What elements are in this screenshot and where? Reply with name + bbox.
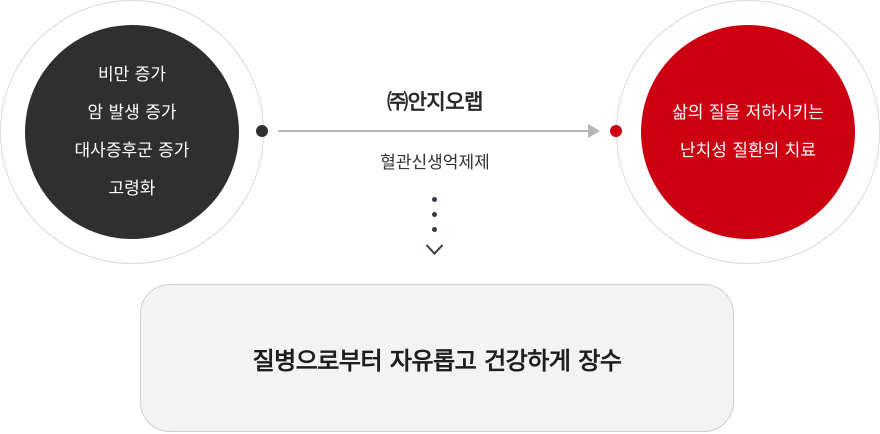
- cause-item: 비만 증가: [98, 65, 166, 85]
- result-box: 질병으로부터 자유롭고 건강하게 장수: [140, 284, 734, 432]
- chevron-down-icon: [425, 244, 444, 255]
- result-text: 질병으로부터 자유롭고 건강하게 장수: [252, 346, 622, 375]
- vertical-dot: [432, 227, 437, 232]
- cause-item: 암 발생 증가: [87, 103, 177, 123]
- vertical-dot: [432, 197, 437, 202]
- arrow-right-icon: [588, 124, 600, 138]
- cause-item: 대사증후군 증가: [74, 141, 190, 161]
- connector-line: [278, 130, 590, 132]
- causes-circle: 비만 증가 암 발생 증가 대사증후군 증가 고령화: [25, 25, 239, 239]
- cause-item: 고령화: [108, 179, 156, 199]
- treatment-circle: 삶의 질을 저하시키는 난치성 질환의 치료: [641, 25, 855, 239]
- product-label: 혈관신생억제제: [380, 153, 490, 173]
- brand-name: ㈜안지오랩: [387, 90, 483, 114]
- connector-end-dot: [610, 125, 622, 137]
- treatment-item: 난치성 질환의 치료: [680, 141, 816, 161]
- treatment-item: 삶의 질을 저하시키는: [672, 103, 824, 123]
- vertical-dot: [432, 212, 437, 217]
- connector-start-dot: [256, 125, 268, 137]
